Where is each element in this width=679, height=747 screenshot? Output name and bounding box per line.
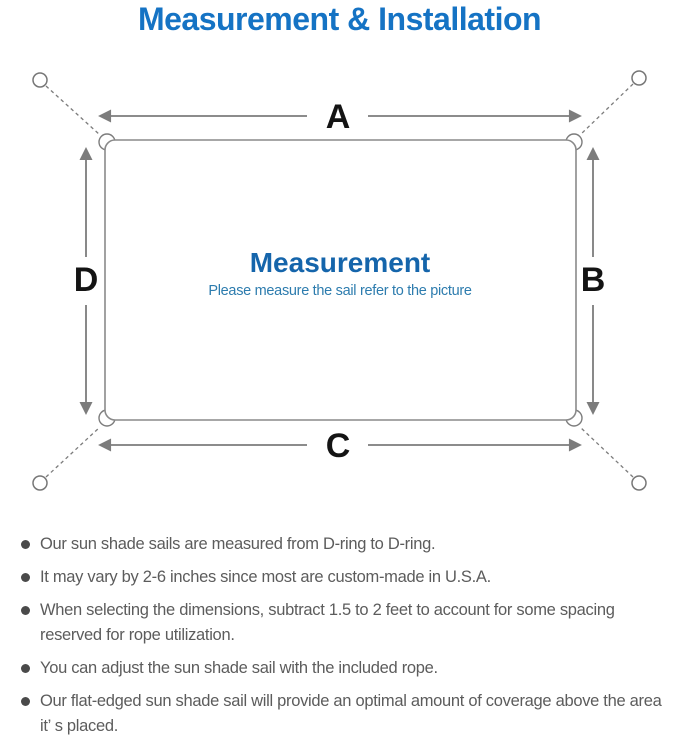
dimension-label-a: A <box>326 98 351 136</box>
bullet-icon <box>21 664 30 673</box>
note-item: Our flat-edged sun shade sail will provi… <box>21 689 675 739</box>
rope-dashed-line-top-right <box>579 83 634 136</box>
measurement-diagram: A C D B Measurement Please measure the s… <box>32 70 647 491</box>
note-text: You can adjust the sun shade sail with t… <box>40 659 438 677</box>
anchor-ring-bottom-right-icon <box>631 475 647 491</box>
note-item: When selecting the dimensions, subtract … <box>21 598 675 648</box>
rope-dashed-line-top-left <box>45 85 101 136</box>
bullet-icon <box>21 540 30 549</box>
rope-dashed-line-bottom-right <box>579 426 634 478</box>
note-text: It may vary by 2-6 inches since most are… <box>40 568 491 586</box>
dimension-label-c: C <box>326 427 351 465</box>
page-title: Measurement & Installation <box>137 1 542 37</box>
bullet-icon <box>21 697 30 706</box>
dimension-label-b: B <box>581 261 606 299</box>
anchor-ring-bottom-left-icon <box>32 475 48 491</box>
measurement-heading: Measurement <box>250 247 431 278</box>
note-text: Our flat-edged sun shade sail will provi… <box>40 692 662 735</box>
bullet-icon <box>21 573 30 582</box>
sail-outline <box>104 139 577 421</box>
bullet-icon <box>21 606 30 615</box>
note-item: Our sun shade sails are measured from D-… <box>21 532 675 557</box>
dimension-label-d: D <box>74 261 99 299</box>
rope-dashed-line-bottom-left <box>45 426 101 478</box>
anchor-ring-top-right-icon <box>631 70 647 86</box>
measurement-subheading: Please measure the sail refer to the pic… <box>208 283 471 299</box>
note-text: When selecting the dimensions, subtract … <box>40 601 615 644</box>
notes-list: Our sun shade sails are measured from D-… <box>21 532 675 747</box>
note-item: You can adjust the sun shade sail with t… <box>21 656 675 681</box>
anchor-ring-top-left-icon <box>32 72 48 88</box>
note-item: It may vary by 2-6 inches since most are… <box>21 565 675 590</box>
note-text: Our sun shade sails are measured from D-… <box>40 535 436 553</box>
